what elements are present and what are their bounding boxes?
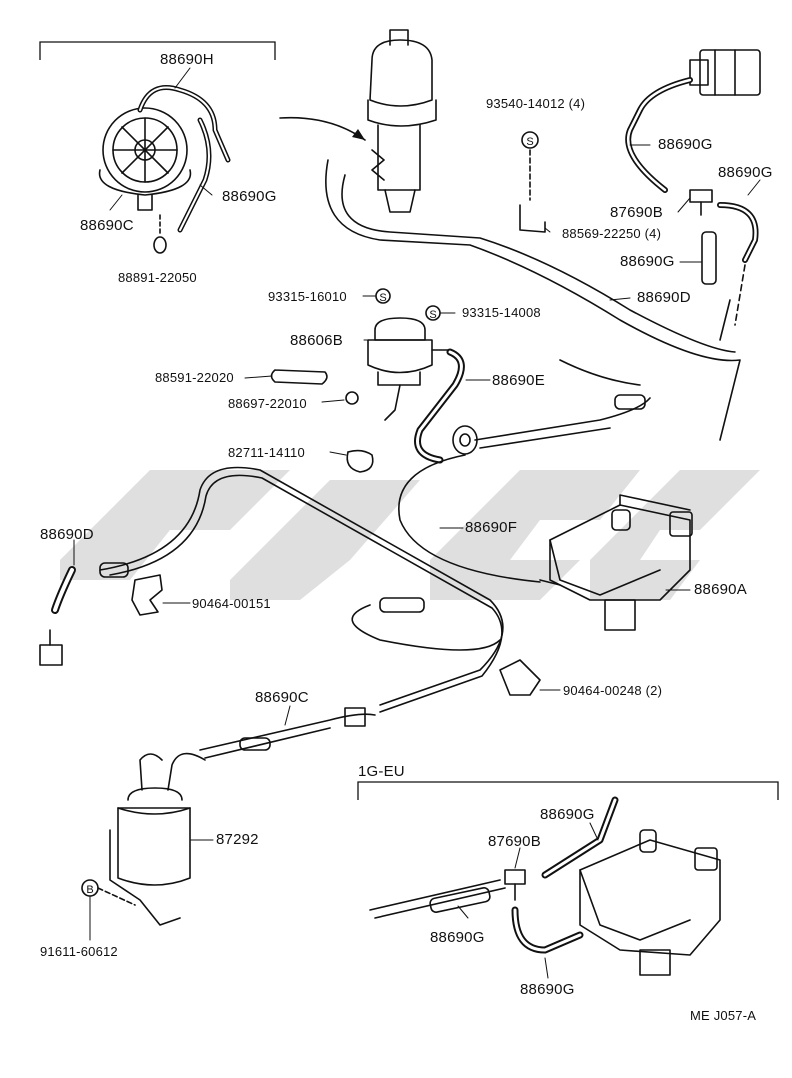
label-88690h: 88690H <box>160 51 214 68</box>
vacuum-valve-88690c <box>98 107 192 254</box>
label-88690g-right: 88690G <box>718 164 773 181</box>
label-88690a: 88690A <box>694 581 747 598</box>
clip-90464-00248 <box>499 659 541 696</box>
hose-88690g-top <box>625 77 693 193</box>
label-88690d-right: 88690D <box>637 289 691 306</box>
label-87690b-top: 87690B <box>610 204 663 221</box>
leader-lines <box>73 67 761 979</box>
label-88891: 88891-22050 <box>118 270 197 285</box>
grommet-82711 <box>452 425 478 455</box>
label-88690g-left: 88690G <box>222 188 277 205</box>
pipe-88690d-a <box>325 159 741 441</box>
label-87292: 87292 <box>216 831 259 848</box>
label-88690e: 88690E <box>492 372 545 389</box>
label-88591: 88591-22020 <box>155 370 234 385</box>
label-88690c-top: 88690C <box>80 217 134 234</box>
arrow-to-canister <box>279 116 366 141</box>
bracket-top-left <box>39 41 276 60</box>
clip-90464-00151 <box>131 574 163 616</box>
section-label-1g-eu: 1G-EU <box>358 763 405 780</box>
screw-s-mark-93540 <box>521 131 539 149</box>
vsv-88606b <box>367 288 451 421</box>
watermark-logo <box>60 470 760 600</box>
label-88690f: 88690F <box>465 519 518 536</box>
s-mark-93315-14008: S <box>429 309 436 321</box>
inset-hose-88690g-a <box>429 887 491 913</box>
b-mark-91611: B <box>86 884 93 896</box>
clip-82711 <box>346 449 374 473</box>
bracket-88591 <box>270 369 328 385</box>
label-88690g-mid: 88690G <box>620 253 675 270</box>
filter-87292 <box>109 752 206 926</box>
label-90464-00248: 90464-00248 (2) <box>563 683 663 698</box>
hose-88690c-bottom <box>199 713 376 751</box>
label-82711: 82711-14110 <box>228 445 305 460</box>
s-mark-93540: S <box>526 136 533 148</box>
fitting-bottom-left <box>39 629 63 666</box>
label-inset-88690g-left: 88690G <box>430 929 485 946</box>
canister-88690a <box>539 494 693 631</box>
label-90464-00151: 90464-00151 <box>192 596 271 611</box>
bracket-1g-eu <box>357 781 779 800</box>
label-88569: 88569-22250 (4) <box>562 226 662 241</box>
label-88606b: 88606B <box>290 332 343 349</box>
label-88690d-left: 88690D <box>40 526 94 543</box>
label-88690c-bottom: 88690C <box>255 689 309 706</box>
pipe-88690d-b <box>341 174 736 353</box>
screw-88697 <box>345 391 359 405</box>
label-inset-88690g-bottom: 88690G <box>520 981 575 998</box>
bracket-88569 <box>519 204 546 233</box>
label-91611: 91611-60612 <box>40 944 118 959</box>
label-inset-88690g-top: 88690G <box>540 806 595 823</box>
inset-tee-87690b <box>504 869 526 901</box>
label-inset-87690b: 87690B <box>488 833 541 850</box>
label-93540: 93540-14012 (4) <box>486 96 586 111</box>
label-93315-16010: 93315-16010 <box>268 289 347 304</box>
pipe-88690f <box>398 397 651 583</box>
label-88697: 88697-22010 <box>228 396 307 411</box>
figure-code: ME J057-A <box>690 1008 757 1023</box>
inset-pipe <box>369 879 506 919</box>
inset-canister-1g-eu <box>579 829 721 976</box>
s-mark-93315-16010: S <box>379 292 386 304</box>
tee-87690b-top <box>689 189 713 216</box>
label-93315-14008: 93315-14008 <box>462 305 541 320</box>
canister-top <box>367 29 437 213</box>
connector-top-right <box>689 49 761 96</box>
label-88690g-top: 88690G <box>658 136 713 153</box>
hose-88690g-short <box>701 231 717 285</box>
